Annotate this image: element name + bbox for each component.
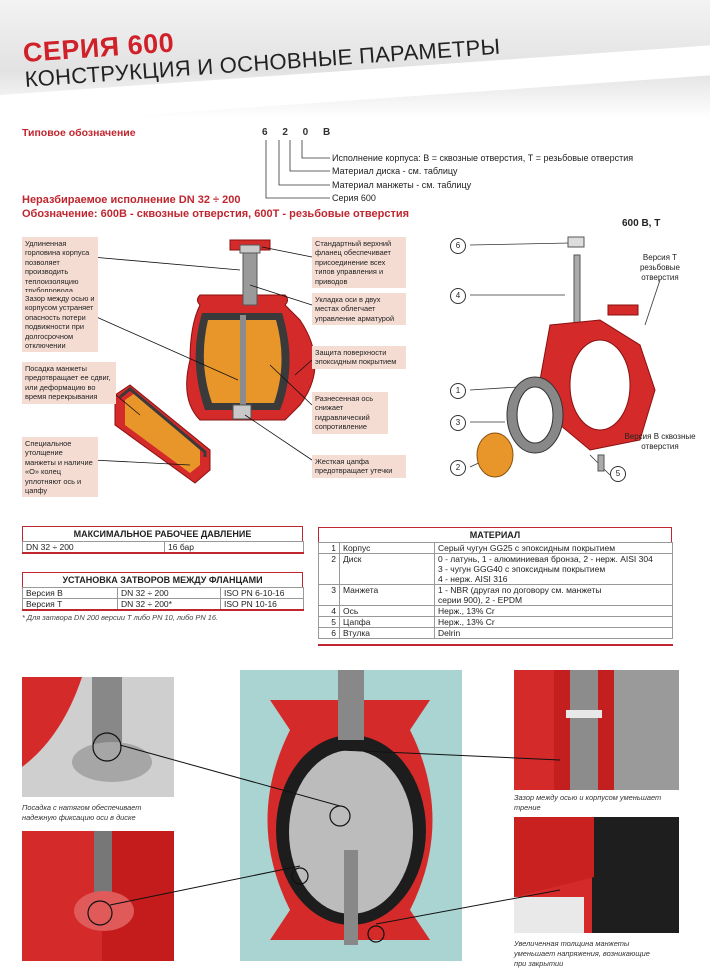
material-desc-line: 1 - NBR (другая по договору см. манжеты xyxy=(438,585,602,595)
version-b-label: Версия В сквозные отверстия xyxy=(624,432,696,451)
material-table-title: МАТЕРИАЛ xyxy=(318,527,672,542)
pressure-range: DN 32 ÷ 200 xyxy=(22,541,165,553)
install-cell: Версия В xyxy=(22,587,118,599)
part-number-4: 4 xyxy=(450,288,466,304)
exploded-title: 600 B, T xyxy=(622,218,661,229)
designation-leader-lines xyxy=(265,140,330,199)
material-part: Ось xyxy=(339,605,435,617)
material-part: Манжета xyxy=(339,584,435,606)
material-table: 1 Корпус Серый чугун GG25 с эпоксидным п… xyxy=(318,542,673,639)
pressure-table-title: МАКСИМАЛЬНОЕ РАБОЧЕЕ ДАВЛЕНИЕ xyxy=(22,526,303,541)
table-row: 4 Ось Нерж., 13% Cr xyxy=(318,605,673,617)
photo-valve-main xyxy=(240,670,462,961)
version-t-label: Версия Т резьбовые отверстия xyxy=(639,253,681,282)
material-desc-line: 3 - чугун GGG40 с эпоксидным покрытием xyxy=(438,564,606,574)
material-part: Цапфа xyxy=(339,616,435,628)
install-cell: ISO PN 6-10-16 xyxy=(220,587,304,599)
subheading-line1: Неразбираемое исполнение DN 32 ÷ 200 xyxy=(22,194,241,206)
install-cell: DN 32 ÷ 200 xyxy=(117,587,221,599)
photo-shaft-fit xyxy=(22,677,174,797)
install-cell: Версия Т xyxy=(22,598,118,610)
callout-cuff-seat: Посадка манжеты предотвращает ее сдвиг, … xyxy=(22,362,116,404)
part-number-2: 2 xyxy=(450,460,466,476)
material-part: Корпус xyxy=(339,542,435,554)
material-no: 3 xyxy=(318,584,340,606)
material-part: Втулка xyxy=(339,627,435,639)
material-no: 6 xyxy=(318,627,340,639)
material-no: 5 xyxy=(318,616,340,628)
legend-body: Исполнение корпуса: В = сквозные отверст… xyxy=(332,153,634,163)
install-cell: ISO PN 10-16 xyxy=(220,598,304,610)
legend-cuff: Материал манжеты - см. таблицу xyxy=(332,180,472,190)
material-desc: Нерж., 13% Cr xyxy=(434,605,673,617)
table-row: DN 32 ÷ 200 16 бар xyxy=(22,541,304,553)
callout-top-flange: Стандартный верхний фланец обеспечивает … xyxy=(312,237,406,289)
material-desc-line: Delrin xyxy=(438,628,461,638)
part-number-5: 5 xyxy=(610,466,626,482)
install-table: Версия В DN 32 ÷ 200 ISO PN 6-10-16 Верс… xyxy=(22,587,304,610)
material-desc-line: серии 900), 2 - EPDM xyxy=(438,595,523,605)
table-row: 6 Втулка Delrin xyxy=(318,627,673,639)
table-row: 3 Манжета 1 - NBR (другая по договору см… xyxy=(318,584,673,606)
caption-right-bottom: Увеличенная толщина манжеты уменьшает на… xyxy=(514,939,650,968)
callout-rigid-trunnion: Жесткая цапфа предотвращает утечки xyxy=(312,455,406,478)
material-desc: Delrin xyxy=(434,627,673,639)
part-number-6: 6 xyxy=(450,238,466,254)
photo-shaft-gap xyxy=(514,670,679,790)
material-desc: Серый чугун GG25 с эпоксидным покрытием xyxy=(434,542,673,554)
callout-split-shaft: Разнесенная ось снижает гидравлический с… xyxy=(312,392,388,434)
material-desc: Нерж., 13% Cr xyxy=(434,616,673,628)
material-desc: 1 - NBR (другая по договору см. манжеты … xyxy=(434,584,673,606)
material-no: 4 xyxy=(318,605,340,617)
material-desc-line: 0 - латунь, 1 - алюминиевая бронза, 2 - … xyxy=(438,554,653,564)
material-desc-line: Нерж., 13% Cr xyxy=(438,606,495,616)
caption-right-top: Зазор между осью и корпусом уменьшает тр… xyxy=(514,793,662,812)
part-number-3: 3 xyxy=(450,415,466,431)
table-row: 1 Корпус Серый чугун GG25 с эпоксидным п… xyxy=(318,542,673,554)
callout-epoxy: Защита поверхности эпоксидным покрытием xyxy=(312,346,406,369)
photo-cuff xyxy=(514,817,679,933)
legend-series: Серия 600 xyxy=(332,193,376,203)
callout-cuff-thickening: Специальное утолщение манжеты и наличие … xyxy=(22,437,98,498)
install-table-rule xyxy=(22,609,304,611)
install-table-title: УСТАНОВКА ЗАТВОРОВ МЕЖДУ ФЛАНЦАМИ xyxy=(22,572,303,587)
install-cell: DN 32 ÷ 200* xyxy=(117,598,221,610)
photo-connector-lines xyxy=(109,744,561,925)
pressure-table-rule xyxy=(22,552,304,554)
callout-shaft-support: Укладка оси в двух местах облегчает упра… xyxy=(312,293,406,326)
part-number-1: 1 xyxy=(450,383,466,399)
material-table-rule xyxy=(318,644,673,646)
callout-shaft-gap: Зазор между осью и корпусом устраняет оп… xyxy=(22,292,98,353)
material-desc-line: 4 - нерж. AISI 316 xyxy=(438,574,508,584)
material-no: 1 xyxy=(318,542,340,554)
subheading-line2: Обозначение: 600В - сквозные отверстия, … xyxy=(22,208,410,220)
designation-code: 6 2 0 B xyxy=(262,127,337,138)
photo-trunnion xyxy=(22,831,174,961)
install-footnote: * Для затвора DN 200 версии Т либо PN 10… xyxy=(22,613,219,622)
designation-label: Типовое обозначение xyxy=(22,127,136,139)
exploded-view-diagram xyxy=(469,236,661,478)
table-row: Версия Т DN 32 ÷ 200* ISO PN 10-16 xyxy=(22,598,304,610)
table-row: 5 Цапфа Нерж., 13% Cr xyxy=(318,616,673,628)
table-row: Версия В DN 32 ÷ 200 ISO PN 6-10-16 xyxy=(22,587,304,599)
material-desc-line: Серый чугун GG25 с эпоксидным покрытием xyxy=(438,543,616,553)
caption-left: Посадка с натягом обеспечивает надежную … xyxy=(22,803,142,822)
material-desc: 0 - латунь, 1 - алюминиевая бронза, 2 - … xyxy=(434,553,673,585)
pressure-value: 16 бар xyxy=(164,541,304,553)
material-desc-line: Нерж., 13% Cr xyxy=(438,617,495,627)
table-row: 2 Диск 0 - латунь, 1 - алюминиевая бронз… xyxy=(318,553,673,585)
legend-disc: Материал диска - см. таблицу xyxy=(332,166,458,176)
material-part: Диск xyxy=(339,553,435,585)
callout-extended-neck: Удлиненная горловина корпуса позволяет п… xyxy=(22,237,98,298)
material-no: 2 xyxy=(318,553,340,585)
